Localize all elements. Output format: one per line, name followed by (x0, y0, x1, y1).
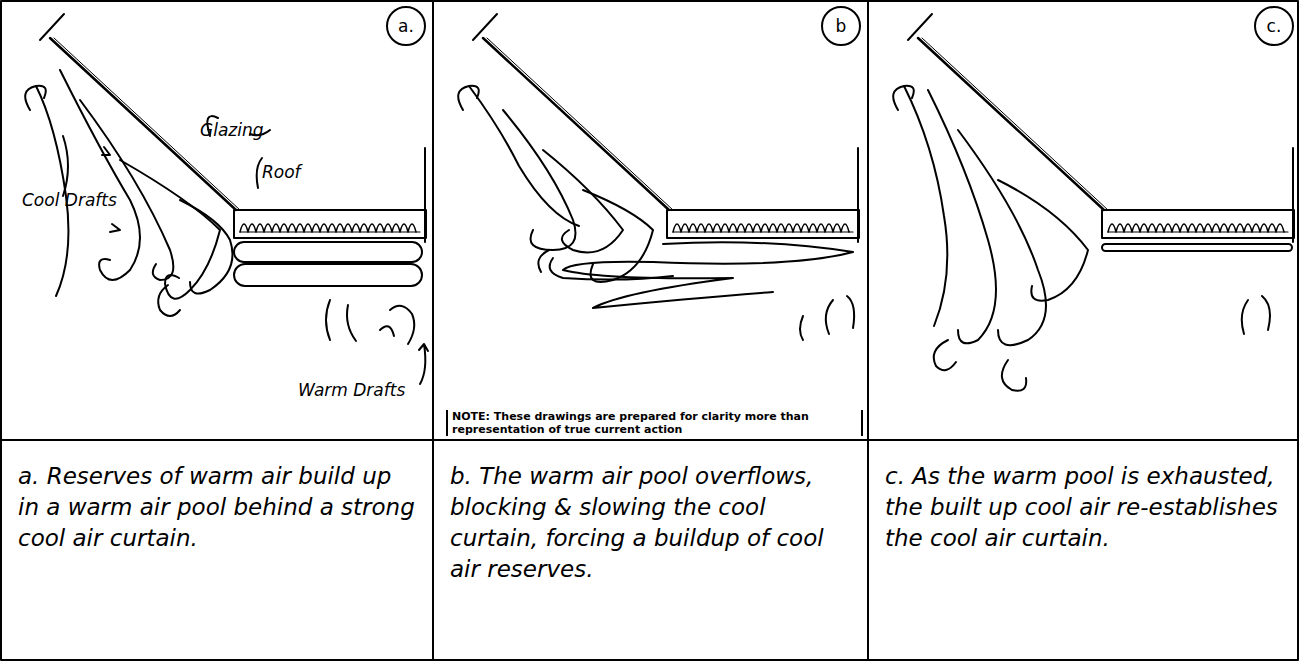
caption-cell: c. As the warm pool is exhausted, the bu… (869, 441, 1297, 659)
panel-letter-text: a. (398, 16, 414, 36)
part-label: Warm Drafts (298, 380, 405, 400)
grid-line (867, 1, 869, 660)
part-label: Cool Drafts (22, 190, 117, 210)
grid-line (432, 1, 434, 660)
panel-letter: c. (1254, 6, 1294, 46)
caption-cell: b. The warm air pool overflows, blocking… (434, 441, 867, 659)
part-label: Glazing (200, 120, 264, 140)
part-label: Roof (262, 162, 301, 182)
grid-line (1, 439, 1298, 441)
panel-letter-text: c. (1267, 16, 1282, 36)
note-text: NOTE: These drawings are prepared for cl… (446, 410, 863, 436)
panel-letter-text: b (836, 16, 847, 36)
caption-text: a. Reserves of warm air build up in a wa… (18, 461, 416, 554)
caption-cell: a. Reserves of warm air build up in a wa… (2, 441, 432, 659)
panel-letter: a. (386, 6, 426, 46)
panel-letter: b (821, 6, 861, 46)
caption-text: b. The warm air pool overflows, blocking… (450, 461, 851, 585)
panel-b-sketch (458, 14, 859, 340)
panel-c-sketch (893, 14, 1294, 391)
caption-text: c. As the warm pool is exhausted, the bu… (885, 461, 1281, 554)
